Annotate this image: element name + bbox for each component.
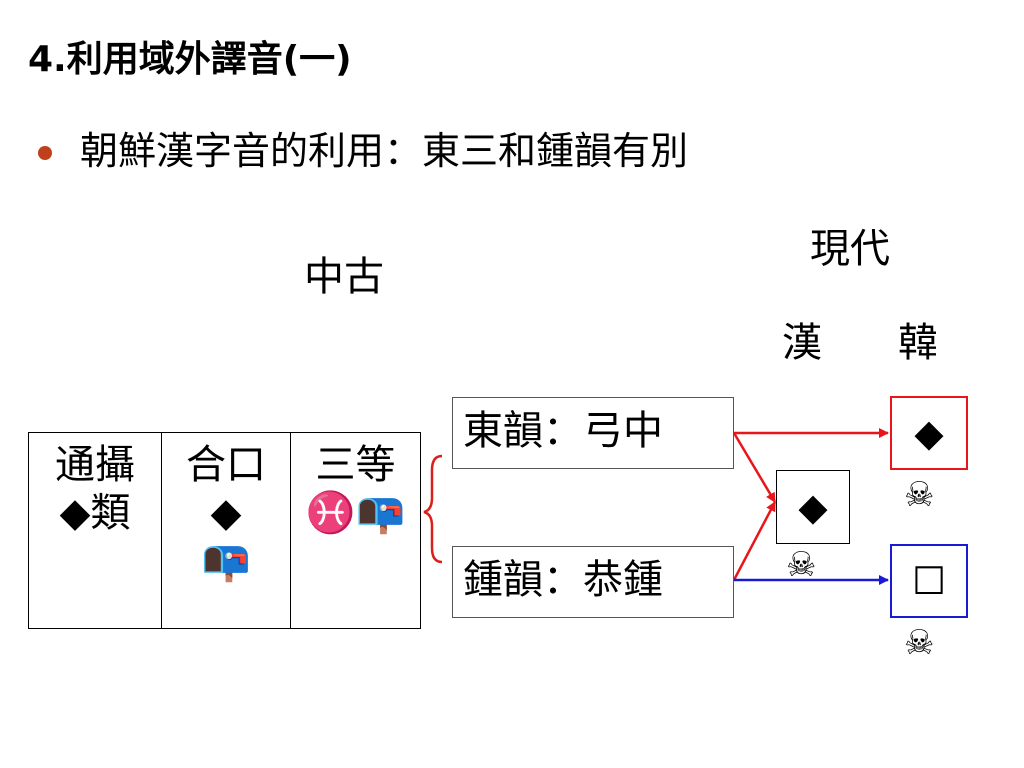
curly-brace	[423, 454, 443, 564]
bullet-text: 朝鮮漢字音的利用：東三和鍾韻有別	[80, 129, 689, 173]
diamond-icon: ◆	[798, 485, 828, 529]
label-korean: 韓	[898, 320, 938, 366]
label-sino-korean: 漢	[782, 320, 822, 366]
skull-icon: ☠	[904, 475, 935, 515]
skull-icon: ☠	[786, 545, 817, 585]
diamond-icon: ◆	[914, 411, 944, 455]
skull-icon: ☠	[904, 623, 935, 663]
arrow-dong-to-sino	[732, 432, 777, 503]
cell-line: 合口	[186, 442, 266, 488]
table-cell-sandeng: 三等 ♓📭	[290, 432, 421, 629]
korean-zhong-symbol-box: ☐	[890, 544, 968, 618]
label-middle-chinese: 中古	[304, 254, 384, 300]
cell-line: ◆類	[59, 490, 131, 536]
table-cell-she: 通攝 ◆類	[28, 432, 162, 629]
label-modern: 現代	[810, 226, 890, 272]
pisces-mailbox-icon: ♓📭	[305, 490, 406, 536]
cell-line: 三等	[315, 442, 396, 488]
slide-title: 4.利用域外譯音(一)	[28, 39, 352, 80]
rhyme-box-zhong: 鍾韻：恭鍾	[452, 546, 734, 618]
hollow-square-icon: ☐	[911, 559, 947, 603]
sino-korean-symbol-box: ◆	[776, 470, 850, 544]
cell-line: ◆	[210, 490, 242, 536]
rhyme-box-dong: 東韻：弓中	[452, 397, 734, 469]
bullet-dot	[38, 146, 52, 160]
mailbox-icon: 📭	[201, 538, 251, 584]
cell-line: 通攝	[55, 442, 135, 488]
arrow-zhong-to-sino	[732, 501, 777, 581]
table-row: 通攝 ◆類 合口 ◆ 📭 三等 ♓📭	[28, 432, 421, 629]
korean-dong-symbol-box: ◆	[890, 396, 968, 470]
middle-chinese-table: 通攝 ◆類 合口 ◆ 📭 三等 ♓📭	[28, 432, 421, 629]
